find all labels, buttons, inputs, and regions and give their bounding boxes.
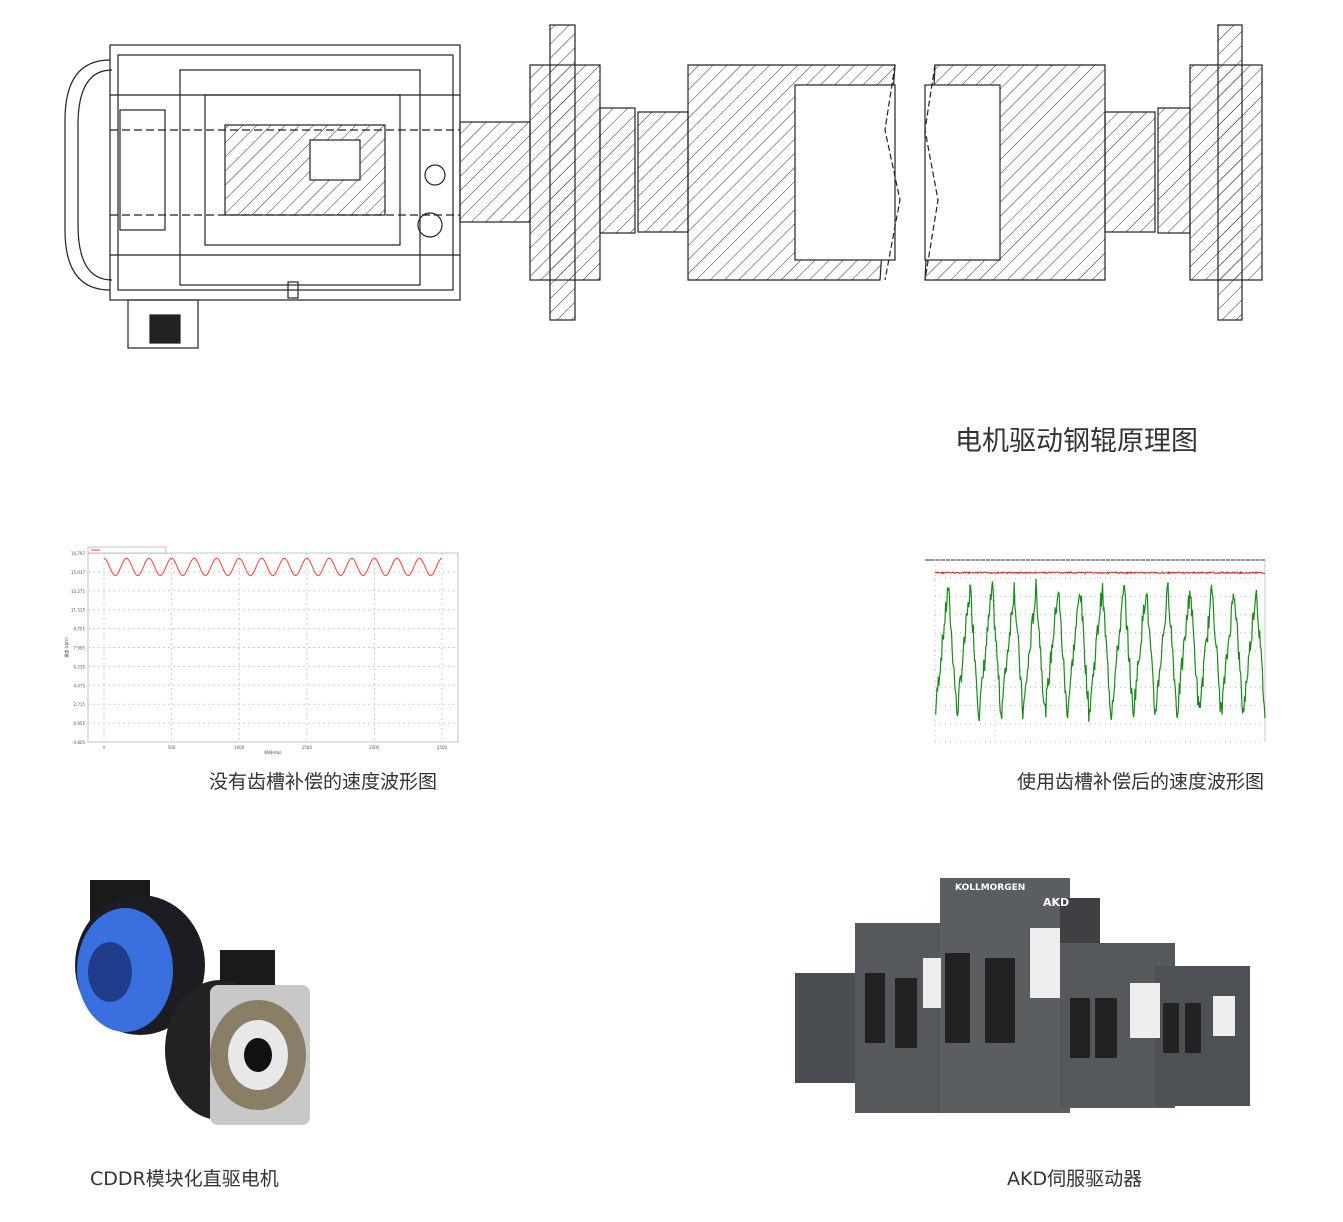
speed-chart-without-compensation: 16.797 15.037 13.275 11.515 9.755 7.995 6.235 4… (63, 546, 459, 755)
motor-drawing (64, 44, 461, 349)
y-tick-label: 4.475 (74, 683, 86, 688)
right-chart-caption: 使用齿槽补偿后的速度波形图 (1017, 771, 1265, 793)
y-tick-label: 9.755 (74, 627, 86, 632)
series-line-error (934, 578, 1266, 722)
steel-roll-drawing (687, 24, 1263, 321)
akd-drives-image: KOLLMORGEN AKD (795, 878, 1255, 1113)
x-tick-label: 2000 (369, 745, 380, 750)
series-line-speed (934, 570, 1266, 575)
x-tick-label: 1000 (234, 745, 245, 750)
y-tick-label: 2.715 (74, 702, 86, 707)
y-tick-label: 6.235 (74, 664, 86, 669)
motor-caption: CDDR模块化直驱电机 (90, 1168, 279, 1190)
drive-brand-label: KOLLMORGEN (955, 883, 1025, 893)
x-tick-label: 1500 (302, 745, 313, 750)
left-chart-caption: 没有齿槽补偿的速度波形图 (209, 771, 438, 793)
y-tick-label: 15.037 (71, 570, 85, 575)
x-tick-label: 2500 (437, 745, 448, 750)
y-tick-label: 0.955 (74, 721, 86, 726)
x-axis-label: 时间(ms) (264, 749, 282, 755)
drive-model-label: AKD (1043, 896, 1069, 909)
y-tick-label: 7.995 (74, 646, 86, 651)
x-tick-label: 500 (168, 745, 176, 750)
steel-roll-drive-diagram (64, 24, 1263, 349)
drive-caption: AKD伺服驱动器 (1007, 1168, 1143, 1190)
speed-chart-with-compensation (925, 559, 1266, 743)
legend-box (87, 546, 167, 554)
y-tick-label: -0.805 (72, 740, 85, 745)
y-tick-label: 13.275 (71, 589, 85, 594)
shaft-coupling-drawing (459, 24, 689, 321)
cddr-motor-image (75, 880, 310, 1125)
series-line (103, 557, 443, 577)
x-tick-label: 0 (103, 745, 106, 750)
y-axis-label: 速度 (rpm) (63, 637, 69, 658)
y-tick-label: 11.515 (71, 608, 85, 613)
y-tick-label: 16.797 (71, 551, 85, 556)
diagram-caption: 电机驱动钢辊原理图 (955, 426, 1198, 457)
